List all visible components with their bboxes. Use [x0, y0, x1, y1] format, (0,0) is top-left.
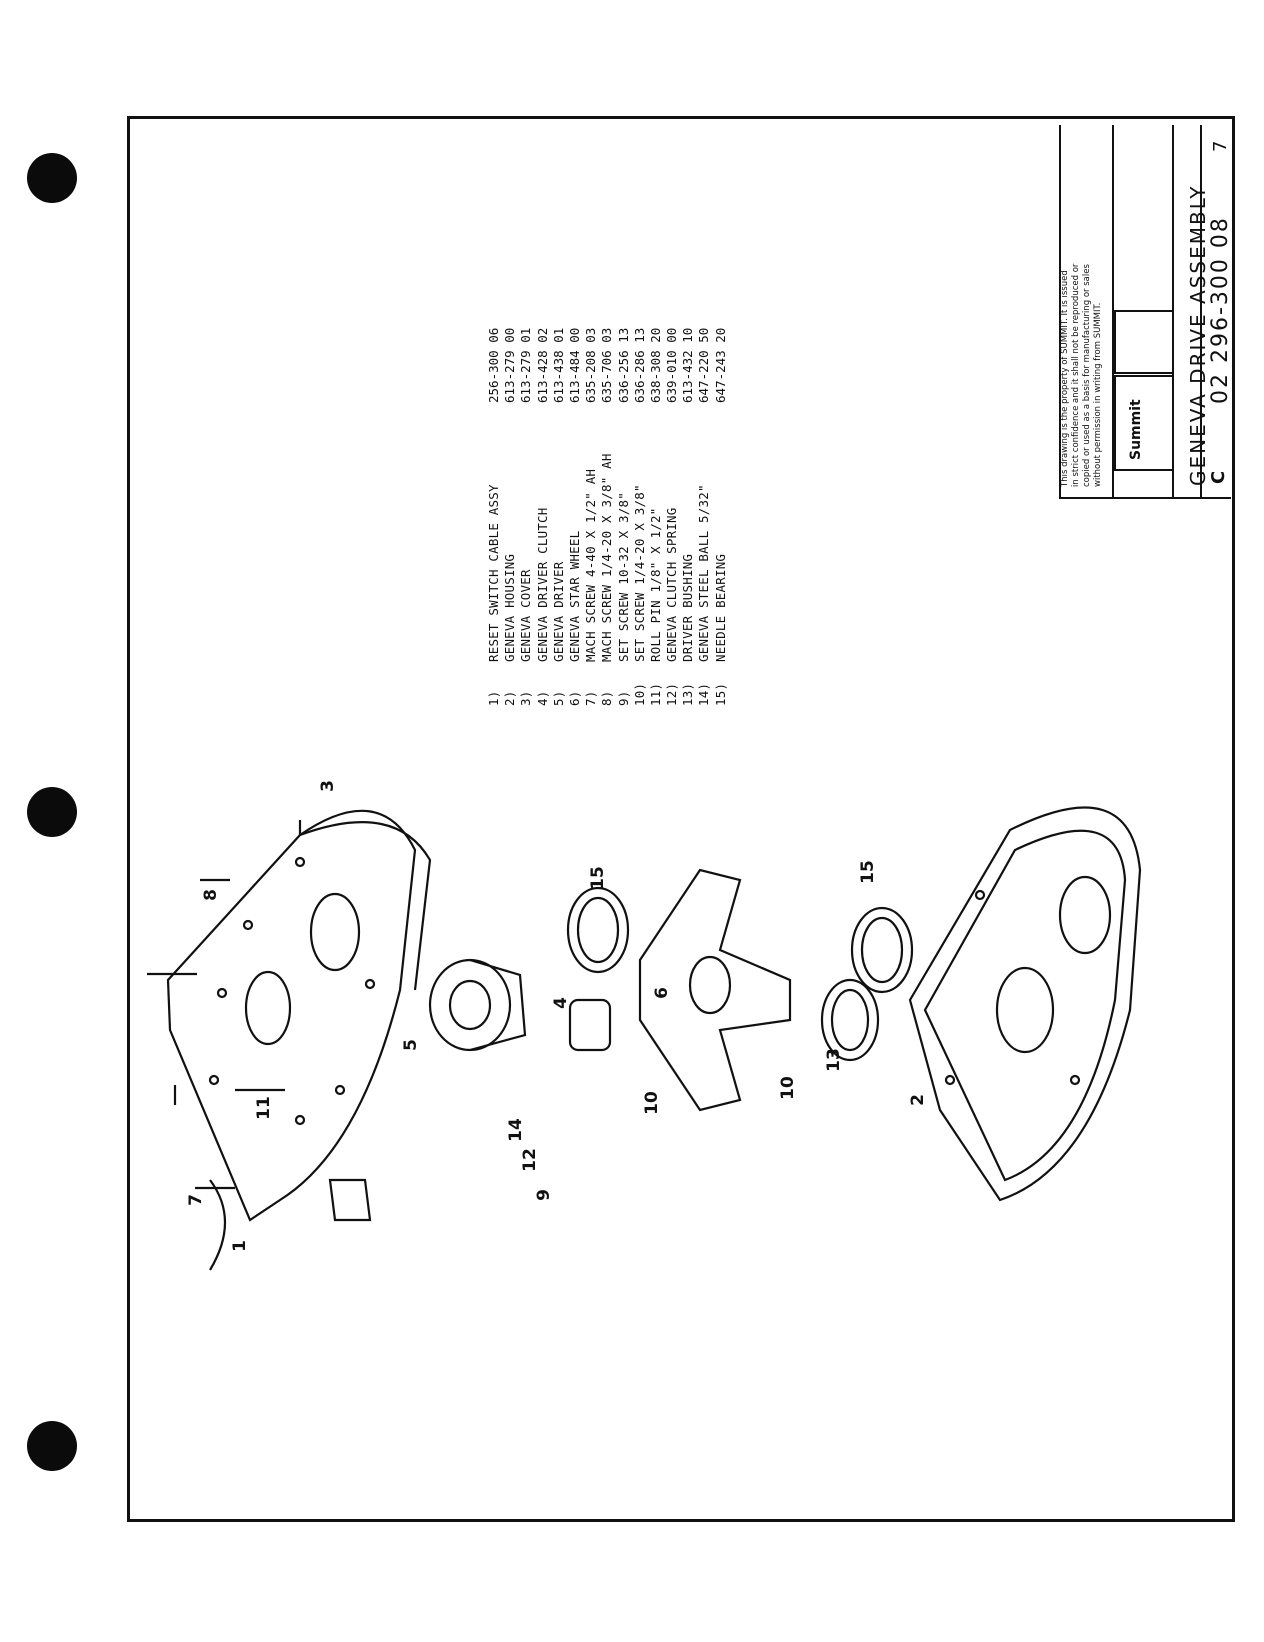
callout-14: 14 [505, 1118, 526, 1142]
part-number: 635-208 03 [583, 327, 599, 403]
part-number: 613-484 00 [566, 327, 582, 403]
summit-logo-text: Summit [1128, 399, 1144, 460]
part-row: 6)GENEVA STAR WHEEL [566, 530, 582, 706]
callout-1: 1 [229, 1240, 250, 1252]
drawing-number: 02 296-300 08 [1208, 216, 1233, 404]
part-number: 647-243 20 [712, 327, 728, 403]
part-number: 638-308 20 [647, 327, 663, 403]
part-row: 5)GENEVA DRIVER [550, 561, 566, 706]
summit-logo-box [1114, 375, 1174, 471]
part-row: 4)GENEVA DRIVER CLUTCH [534, 507, 550, 706]
title-block-divider [1200, 125, 1204, 497]
part-number: 636-286 13 [631, 327, 647, 403]
part-number: 613-279 01 [518, 327, 534, 403]
callout-10a: 10 [641, 1091, 662, 1115]
punch-hole-top [27, 153, 77, 203]
drawing-border [127, 116, 1235, 1522]
callout-2: 2 [907, 1094, 928, 1106]
part-row: 2)GENEVA HOUSING [502, 553, 518, 706]
callout-7: 7 [185, 1194, 206, 1206]
part-number: 613-428 02 [534, 327, 550, 403]
drawing-size: C [1208, 470, 1229, 484]
revision: 7 [1210, 140, 1231, 152]
punch-hole-middle [27, 787, 77, 837]
part-row: 3)GENEVA COVER [518, 569, 534, 706]
part-number: 613-432 10 [680, 327, 696, 403]
part-row: 11)ROLL PIN 1/8" X 1/2" [647, 507, 663, 706]
geneva-housing-outline [908, 806, 1142, 1202]
part-row: 12)GENEVA CLUTCH SPRING [664, 507, 680, 706]
part-number: 647-220 50 [696, 327, 712, 403]
part-row: 7)MACH SCREW 4-40 X 1/2" AH [583, 468, 599, 706]
part-number: 256-300 06 [486, 327, 501, 403]
summit-emblem-icon [1114, 310, 1174, 374]
star-wheel-outline [638, 868, 792, 1112]
callout-4: 4 [550, 997, 571, 1009]
callout-9: 9 [533, 1189, 554, 1201]
part-number: 613-279 00 [502, 327, 518, 403]
callout-11: 11 [253, 1096, 274, 1120]
title-block-divider [1112, 125, 1116, 497]
confidentiality-notice: This drawing is the property of SUMMIT. … [1060, 263, 1103, 487]
part-row: 10)SET SCREW 1/4-20 X 3/8" [631, 484, 647, 706]
part-row: 1)RESET SWITCH CABLE ASSY [486, 484, 501, 706]
callout-5: 5 [400, 1039, 421, 1051]
parts-list-descriptions: 1)RESET SWITCH CABLE ASSY 2)GENEVA HOUSI… [486, 452, 729, 706]
callout-3: 3 [317, 780, 338, 792]
callout-10b: 10 [777, 1076, 798, 1100]
punch-hole-bottom [27, 1421, 77, 1471]
geneva-cover-outline [166, 809, 417, 1222]
title-block [1059, 125, 1231, 499]
part-number: 613-438 01 [550, 327, 566, 403]
part-row: 13)DRIVER BUSHING [680, 553, 696, 706]
callout-6: 6 [651, 987, 672, 999]
callout-15a: 15 [587, 866, 608, 890]
part-row: 15)NEEDLE BEARING [712, 553, 728, 706]
part-number: 635-706 03 [599, 327, 615, 403]
callout-8: 8 [200, 889, 221, 901]
part-number: 639-010 00 [664, 327, 680, 403]
parts-list-part-numbers: 256-300 06 613-279 00 613-279 01 613-428… [486, 328, 729, 403]
part-number: 636-256 13 [615, 327, 631, 403]
part-row: 9)SET SCREW 10-32 X 3/8" [615, 492, 631, 706]
part-row: 8)MACH SCREW 1/4-20 X 3/8" AH [599, 453, 615, 706]
callout-12: 12 [519, 1148, 540, 1172]
callout-13: 13 [823, 1048, 844, 1072]
part-row: 14)GENEVA STEEL BALL 5/32" [696, 484, 712, 706]
drawing-title: GENEVA DRIVE ASSEMBLY [1186, 184, 1210, 486]
callout-15b: 15 [857, 860, 878, 884]
